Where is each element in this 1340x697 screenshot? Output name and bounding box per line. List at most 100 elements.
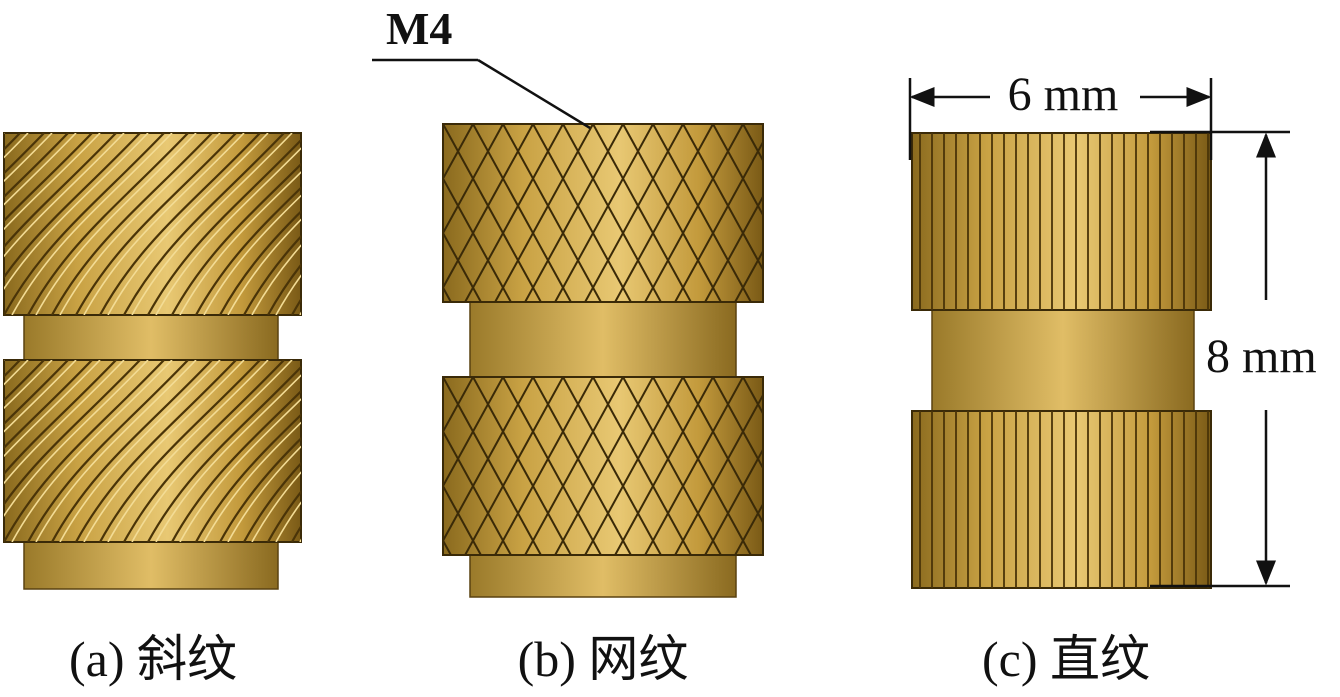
helical-highlight xyxy=(179,171,301,315)
knurl-line xyxy=(712,377,763,470)
knurl-line xyxy=(443,484,482,555)
insert-straight xyxy=(911,132,1212,589)
helical-highlight xyxy=(107,133,269,315)
caption-b: (b) 网纹 xyxy=(518,631,689,687)
knurl-line xyxy=(502,124,602,302)
knurl-line xyxy=(293,124,391,302)
insert-c-neck xyxy=(931,309,1195,412)
knurl-line xyxy=(682,124,763,272)
knurl-line xyxy=(472,124,572,302)
knurl-line xyxy=(795,377,893,555)
helical-groove xyxy=(4,360,165,542)
knurl-line xyxy=(443,429,512,555)
knurl-line xyxy=(443,285,452,302)
knurl-line xyxy=(443,377,444,380)
helical-highlight xyxy=(59,360,221,542)
knurl-line xyxy=(323,124,421,302)
helical-groove xyxy=(75,133,237,315)
knurl-line xyxy=(592,377,692,555)
helical-highlight xyxy=(203,421,301,542)
helical-highlight xyxy=(131,360,293,542)
thread-size-label: M4 xyxy=(386,3,452,54)
width-dimension-label: 6 mm xyxy=(1008,68,1119,121)
knurl-line xyxy=(443,377,474,434)
insert-a-bottom-band xyxy=(23,541,279,590)
knurl-line xyxy=(825,377,923,555)
helical-highlight xyxy=(11,360,173,542)
helical-highlight xyxy=(107,360,269,542)
helical-groove xyxy=(291,524,301,542)
knurl-line xyxy=(584,377,684,555)
helical-groove xyxy=(4,133,93,223)
insert-c-upper-knurl xyxy=(911,132,1212,311)
helical-groove xyxy=(27,133,189,315)
helical-highlight xyxy=(4,133,77,206)
helical-groove xyxy=(171,389,301,542)
helical-highlight xyxy=(155,147,301,315)
insert-helical xyxy=(3,132,302,590)
knurl-line xyxy=(554,124,654,302)
insert-b-bottom-band xyxy=(469,554,737,598)
knurl-line xyxy=(524,124,624,302)
knurl-line xyxy=(622,377,722,555)
helical-highlight xyxy=(83,133,245,315)
helical-groove xyxy=(243,234,301,315)
knurl-line xyxy=(315,124,413,302)
knurl-line xyxy=(562,124,662,302)
knurl-line xyxy=(614,377,714,555)
helical-groove xyxy=(4,133,45,175)
helical-highlight xyxy=(4,360,125,485)
knurl-line xyxy=(734,249,763,302)
helical-groove xyxy=(99,360,261,542)
helical-highlight xyxy=(11,133,173,315)
knurl-line xyxy=(293,377,391,555)
knurl-line xyxy=(682,377,763,525)
helical-highlight xyxy=(59,133,221,315)
knurl-line xyxy=(773,377,871,555)
helical-highlight xyxy=(275,274,301,315)
knurl-line xyxy=(795,124,893,302)
helical-groove xyxy=(219,209,301,315)
helical-highlight xyxy=(227,218,301,315)
knurl-line xyxy=(443,124,542,302)
knurl-line xyxy=(825,124,923,302)
knurl-line xyxy=(494,124,594,302)
helical-groove xyxy=(4,133,117,249)
helical-groove xyxy=(4,360,141,506)
knurl-line xyxy=(443,377,534,543)
knurl-line xyxy=(742,377,763,416)
knurl-line xyxy=(712,124,763,217)
knurl-line xyxy=(524,377,624,555)
knurl-line xyxy=(592,124,692,302)
helical-groove xyxy=(4,360,117,476)
knurl-line xyxy=(622,124,722,302)
knurl-line xyxy=(652,377,752,555)
helical-highlight xyxy=(4,360,77,433)
insert-a-neck xyxy=(23,314,279,361)
helical-highlight xyxy=(35,133,197,315)
knurl-line xyxy=(644,124,744,302)
helical-groove xyxy=(267,263,301,315)
knurl-line xyxy=(532,377,632,555)
insert-c-lower-knurl xyxy=(911,410,1212,589)
helical-highlight xyxy=(4,360,53,410)
helical-highlight xyxy=(155,374,301,542)
knurl-line xyxy=(674,393,763,555)
knurl-line xyxy=(464,377,564,555)
helical-groove xyxy=(27,360,189,542)
helical-groove xyxy=(147,365,301,542)
knurl-line xyxy=(502,377,602,555)
helical-highlight xyxy=(251,471,301,542)
knurl-line xyxy=(443,124,474,181)
helical-highlight xyxy=(4,133,125,258)
helical-highlight xyxy=(203,194,301,315)
helical-groove xyxy=(171,162,301,315)
knurl-line xyxy=(614,124,714,302)
knurl-line xyxy=(704,447,763,555)
knurl-line xyxy=(443,124,534,290)
knurl-line xyxy=(494,377,594,555)
knurl-line xyxy=(765,377,863,555)
insert-diamond xyxy=(293,123,923,598)
knurl-line xyxy=(652,124,752,302)
